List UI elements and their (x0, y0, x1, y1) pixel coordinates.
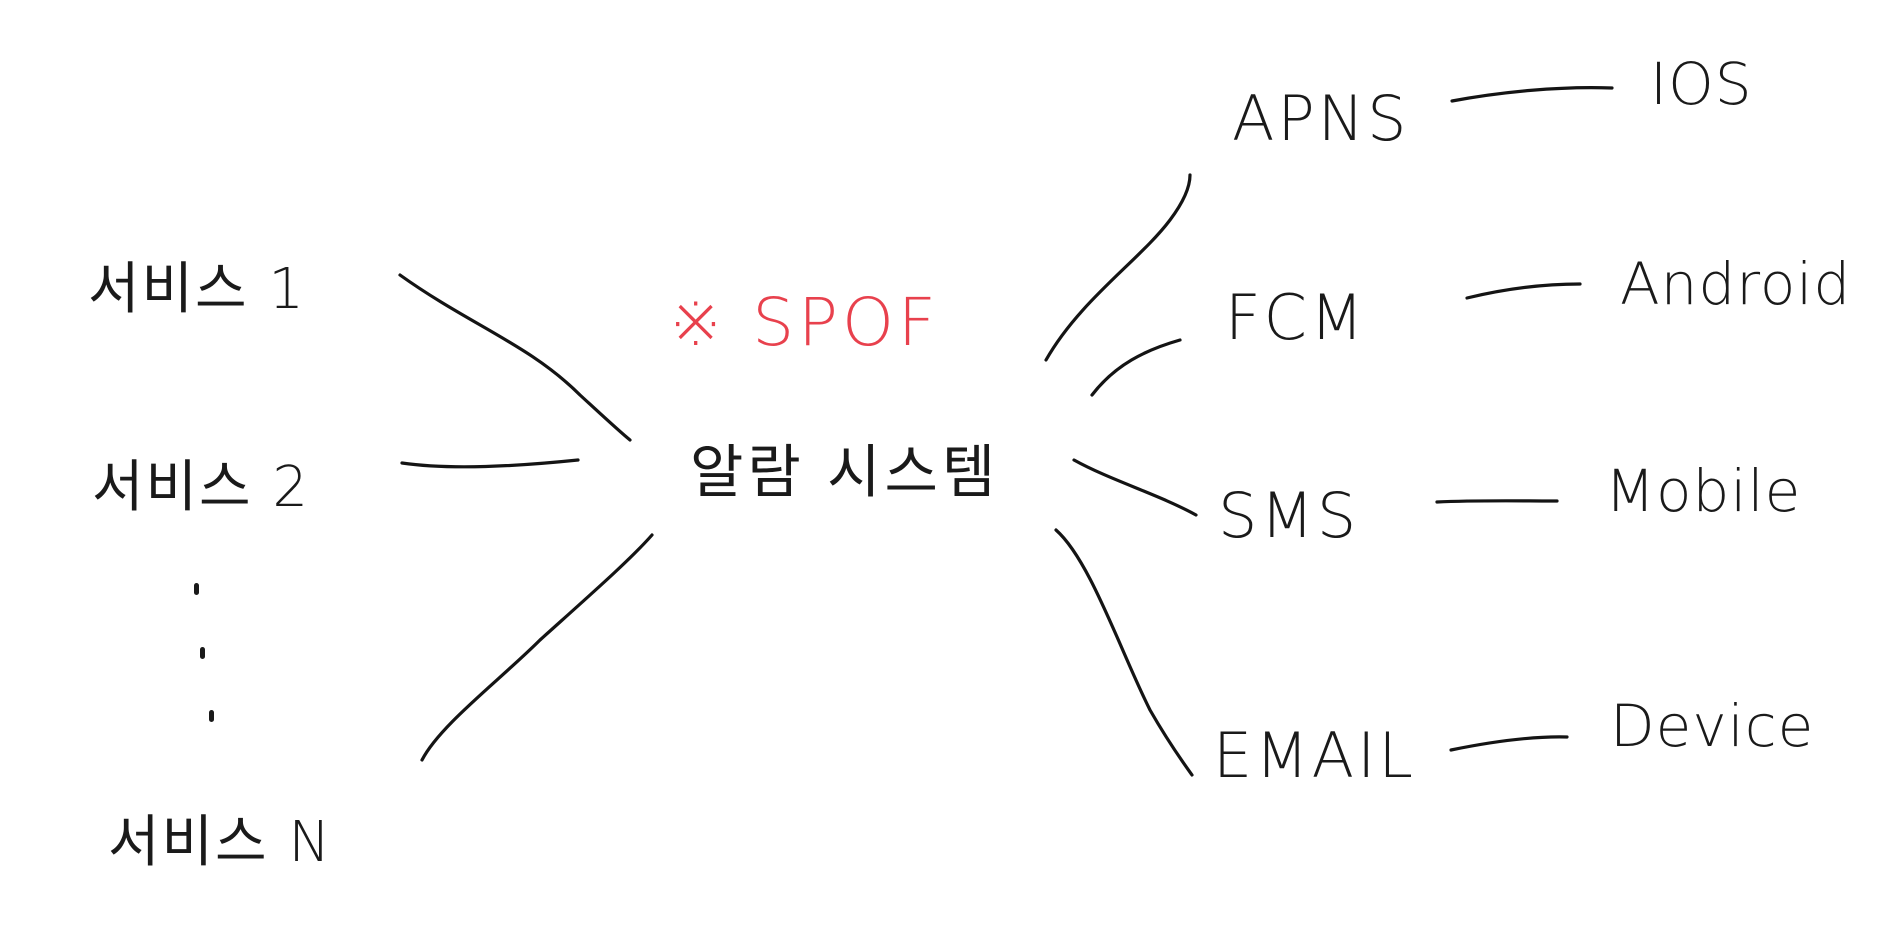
device-android: Android (1620, 250, 1852, 318)
edge-fcm-to-android (1465, 282, 1582, 300)
channel-apns: APNS (1232, 82, 1410, 155)
source-service-1: 서비스 1 (88, 257, 306, 322)
edge-hub-to-sms (1072, 458, 1198, 517)
edge-apns-to-ios (1450, 86, 1614, 103)
ellipsis-dot (209, 710, 214, 722)
edge-hub-to-apns (1044, 173, 1192, 362)
channel-sms: SMS (1218, 479, 1360, 552)
device-ios: IOS (1650, 50, 1753, 118)
source-service-n: 서비스 N (108, 810, 333, 875)
edge-service-1-to-hub (398, 273, 632, 442)
edge-service-2-to-hub (400, 458, 580, 469)
spof-warning: ※ SPOF (668, 284, 940, 361)
edge-hub-to-fcm (1090, 338, 1182, 397)
ellipsis-dot (200, 647, 205, 659)
channel-fcm: FCM (1225, 281, 1367, 354)
edge-hub-to-email (1054, 528, 1194, 777)
device-mobile: Mobile (1605, 457, 1802, 525)
channel-email: EMAIL (1213, 719, 1416, 792)
edge-service-n-to-hub (420, 533, 654, 762)
ellipsis-dot (194, 583, 199, 595)
notification-system: 알람 시스템 (690, 438, 1000, 506)
source-service-2: 서비스 2 (92, 455, 310, 520)
device-generic: Device (1610, 692, 1815, 760)
edge-email-to-device (1449, 735, 1569, 752)
edge-sms-to-mobile (1435, 499, 1559, 504)
